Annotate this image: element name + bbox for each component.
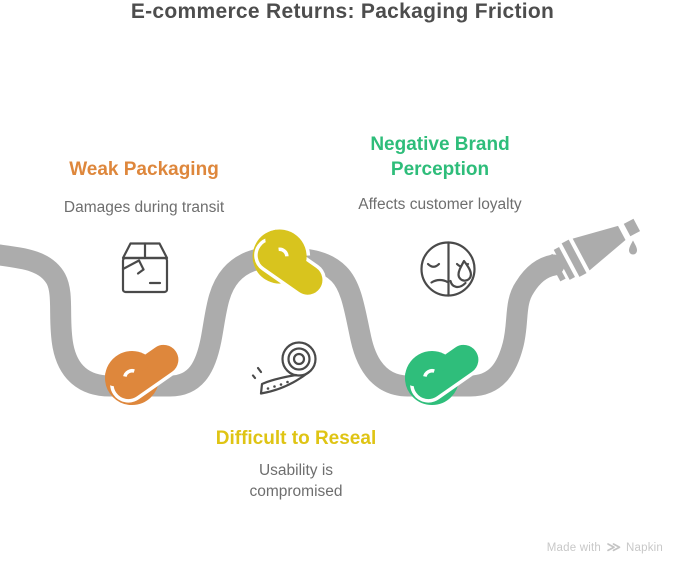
knot-orange <box>105 337 186 408</box>
section-heading-negative-brand-perception: Negative Brand Perception <box>370 134 510 180</box>
section-subtext-negative-brand-perception: Affects customer loyalty <box>358 196 522 213</box>
drip-icon <box>629 240 637 255</box>
sad-face-teardrop-icon <box>420 241 476 297</box>
napkin-logo-icon <box>607 543 621 552</box>
made-with-label: Made with <box>546 541 601 554</box>
napkin-brand-label: Napkin <box>626 541 663 554</box>
nozzle-with-drip-icon <box>547 218 641 282</box>
section-subtext-weak-packaging: Damages during transit <box>63 199 225 216</box>
section-heading-weak-packaging: Weak Packaging <box>69 159 219 180</box>
made-with-napkin-link[interactable]: Made with Napkin <box>547 541 663 554</box>
section-heading-difficult-to-reseal: Difficult to Reseal <box>215 428 377 449</box>
knot-green <box>405 337 486 408</box>
tape-roll-icon <box>251 341 317 395</box>
section-subtext-difficult-to-reseal: Usability is compromised <box>249 462 343 500</box>
damaged-box-icon <box>121 242 169 294</box>
page-title: E-commerce Returns: Packaging Friction <box>130 0 555 23</box>
